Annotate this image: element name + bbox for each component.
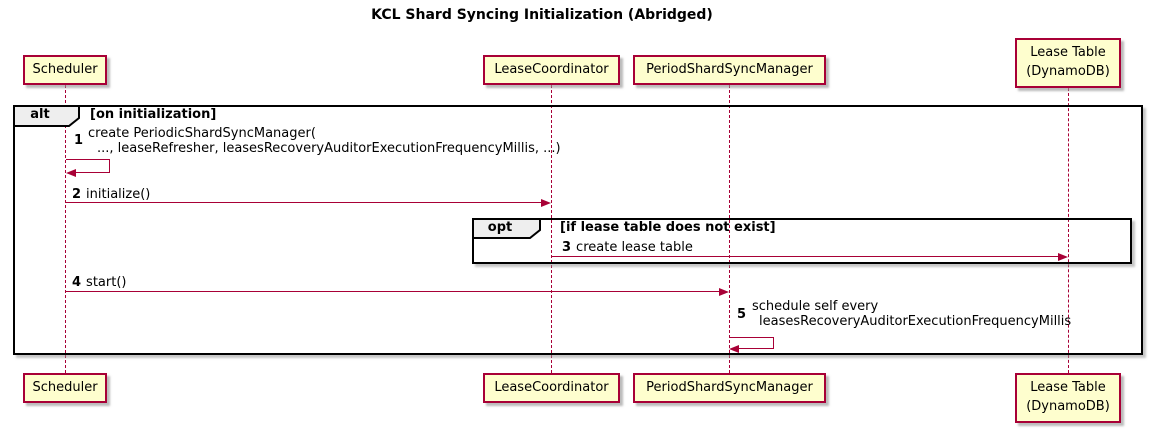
message-4-label: 4 start() — [72, 275, 126, 290]
participant-lease-coordinator-label: LeaseCoordinator — [494, 61, 609, 77]
participant-period-shard-sync-manager-top: PeriodShardSyncManager — [633, 55, 826, 85]
message-4-number: 4 — [72, 275, 82, 290]
message-5-text-line1: schedule self every — [752, 299, 879, 314]
message-3-label: 3 create lease table — [562, 240, 693, 255]
message-5-text-line2: leasesRecoveryAuditorExecutionFrequencyM… — [759, 314, 1072, 329]
lifeline-scheduler — [65, 85, 66, 373]
message-3-text: create lease table — [576, 240, 693, 255]
participant-lease-table-label-line1: Lease Table — [1030, 45, 1106, 61]
alt-condition-label: [on initialization] — [90, 107, 217, 122]
opt-operator-pentagon — [473, 219, 541, 239]
message-2-text: initialize() — [86, 187, 151, 202]
participant-lease-table-label-line2: (DynamoDB) — [1026, 399, 1110, 414]
alt-operator-label: alt — [30, 107, 50, 122]
participant-lease-table-label-line1: Lease Table — [1030, 380, 1106, 396]
diagram-title: KCL Shard Syncing Initialization (Abridg… — [371, 7, 713, 23]
message-5-arrowhead — [729, 345, 739, 353]
message-2-arrowhead — [541, 199, 551, 207]
message-1-self-arrow-bottom — [75, 172, 110, 173]
opt-frame — [472, 218, 1132, 264]
opt-condition-label: [if lease table does not exist] — [560, 220, 776, 235]
message-4-arrowhead — [719, 288, 729, 296]
participant-scheduler-label: Scheduler — [32, 379, 98, 395]
message-1-number: 1 — [74, 133, 84, 148]
participant-scheduler-top: Scheduler — [23, 55, 107, 85]
lifeline-lease-table — [1068, 88, 1069, 373]
participant-period-shard-sync-manager-bottom: PeriodShardSyncManager — [633, 373, 826, 403]
message-4-arrow-line — [66, 291, 719, 292]
message-2-arrow-line — [66, 202, 542, 203]
participant-period-shard-sync-manager-label: PeriodShardSyncManager — [646, 61, 813, 77]
message-5-self-arrow-side — [773, 337, 774, 349]
message-1-self-arrow-side — [109, 159, 110, 173]
participant-lease-table-top: Lease Table (DynamoDB) — [1015, 38, 1121, 88]
participant-lease-table-label-line2: (DynamoDB) — [1026, 64, 1110, 79]
message-5-number: 5 — [737, 307, 747, 322]
message-1-text-line1: create PeriodicShardSyncManager( — [88, 126, 316, 141]
message-5-self-arrow-bottom — [738, 348, 774, 349]
lifeline-lease-coordinator — [551, 85, 552, 373]
message-1-text-line2: ..., leaseRefresher, leasesRecoveryAudit… — [97, 141, 561, 156]
lifeline-period-shard-sync-manager — [729, 85, 730, 373]
alt-operator-pentagon — [14, 106, 80, 127]
message-1-self-arrow-top — [66, 159, 110, 160]
participant-lease-coordinator-label: LeaseCoordinator — [494, 379, 609, 395]
participant-scheduler-bottom: Scheduler — [23, 373, 107, 403]
alt-frame — [13, 105, 1143, 355]
message-5-self-arrow-top — [729, 337, 774, 338]
participant-lease-coordinator-bottom: LeaseCoordinator — [483, 373, 620, 403]
message-2-number: 2 — [72, 187, 82, 202]
participant-period-shard-sync-manager-label: PeriodShardSyncManager — [646, 379, 813, 395]
participant-lease-coordinator-top: LeaseCoordinator — [483, 55, 620, 85]
message-1-arrowhead — [66, 169, 76, 177]
participant-lease-table-bottom: Lease Table (DynamoDB) — [1015, 373, 1121, 423]
message-3-arrowhead — [1058, 253, 1068, 261]
message-2-label: 2 initialize() — [72, 187, 150, 202]
message-3-number: 3 — [562, 240, 572, 255]
participant-scheduler-label: Scheduler — [32, 61, 98, 77]
message-4-text: start() — [86, 275, 127, 290]
opt-operator-label: opt — [487, 220, 513, 235]
message-3-arrow-line — [551, 256, 1058, 257]
